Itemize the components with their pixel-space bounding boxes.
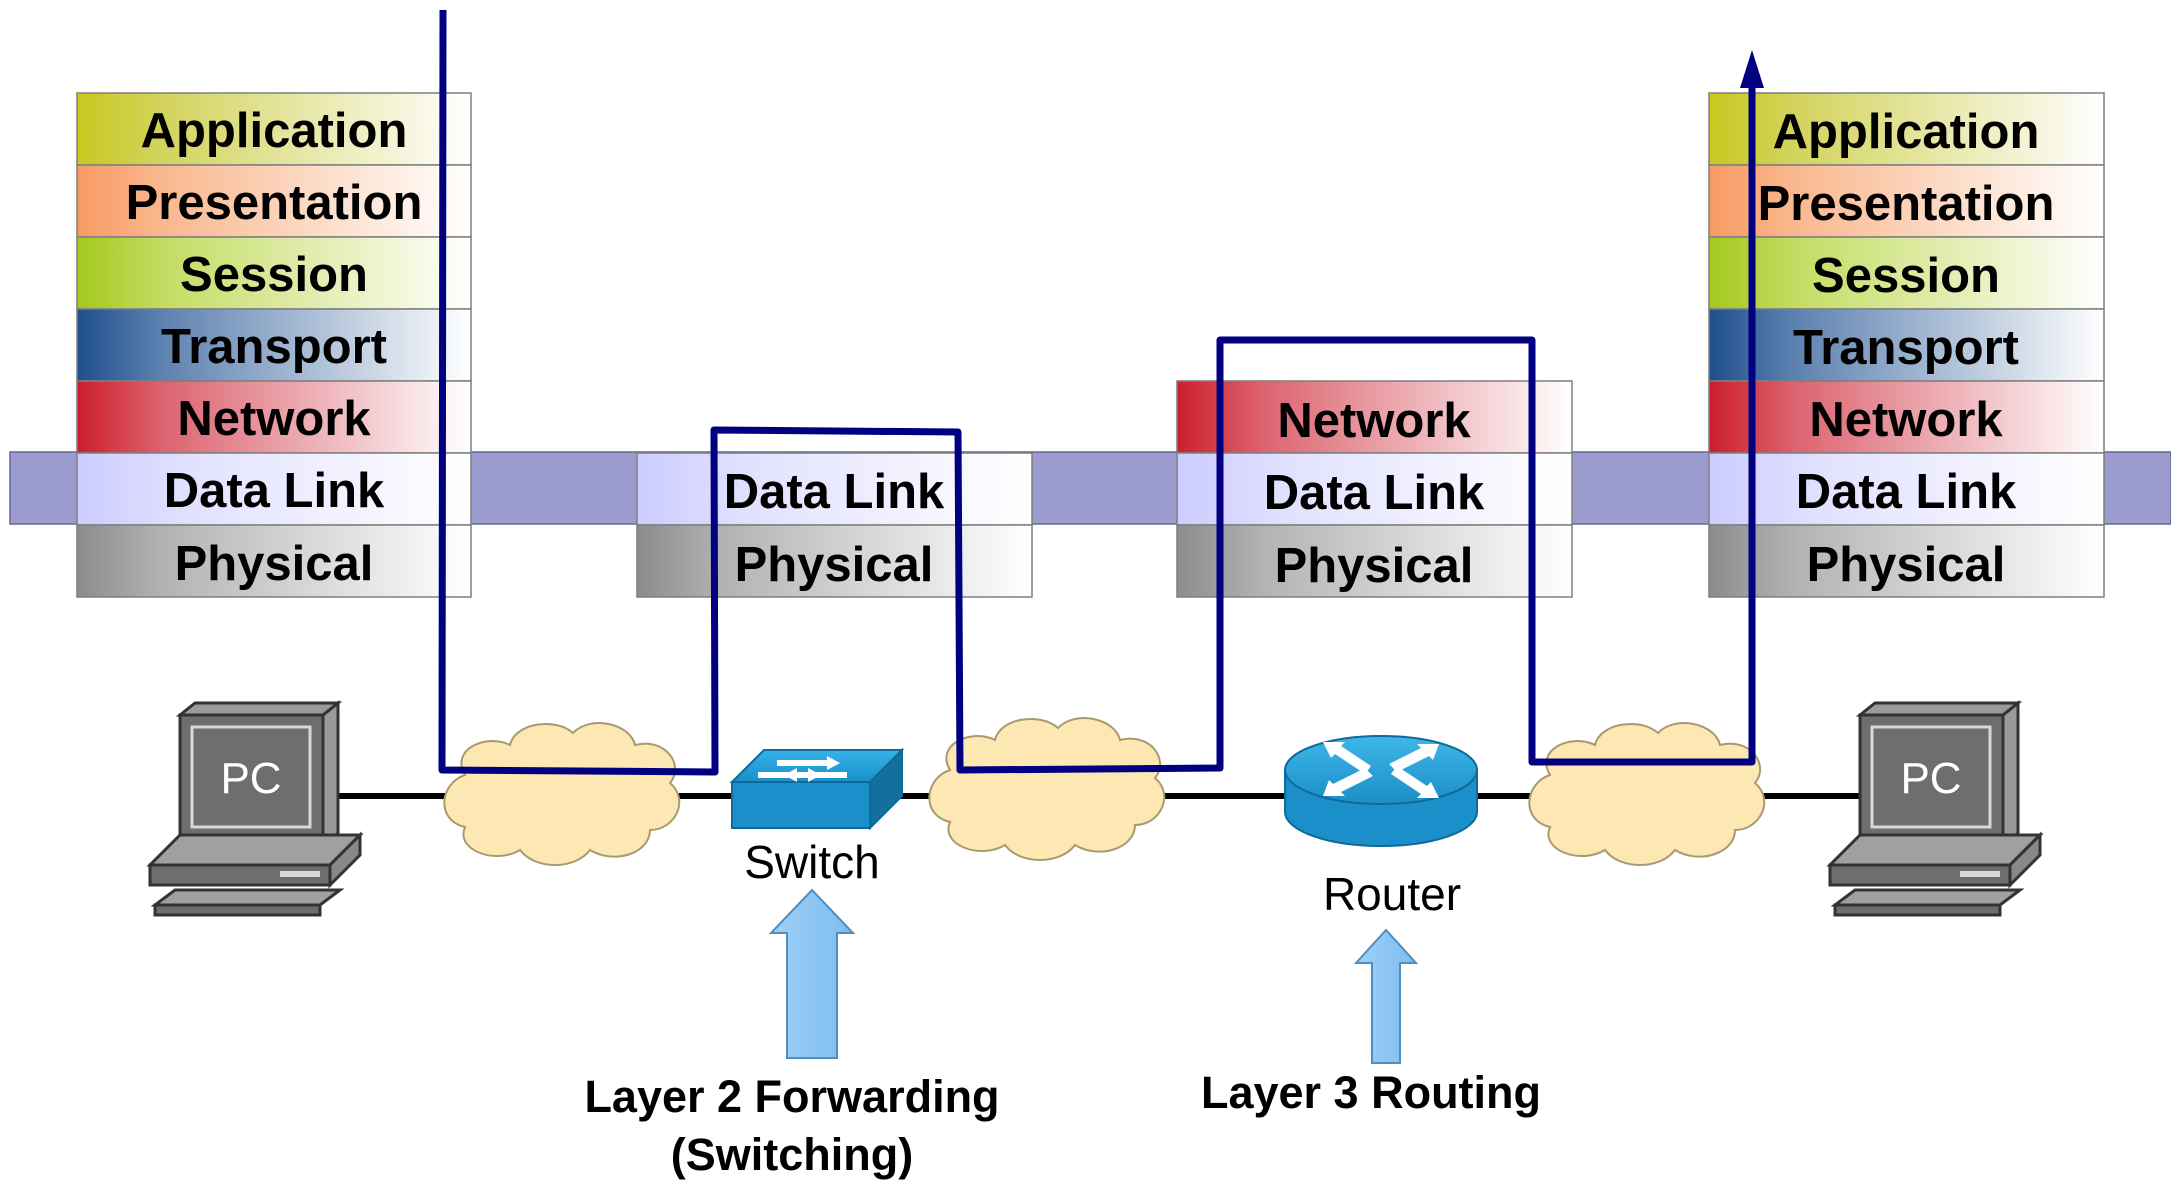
router-icon <box>1284 735 1478 847</box>
left-physical-layer <box>76 524 472 598</box>
switch-physical-layer <box>636 524 1033 598</box>
pc-icon: PC <box>146 699 364 917</box>
left-application-label: Application <box>141 104 408 158</box>
left-presentation-label: Presentation <box>126 176 423 230</box>
pc-icon: PC <box>1826 699 2044 917</box>
switch-data-link-label: Data Link <box>724 465 945 519</box>
left-data-link-layer <box>76 452 472 526</box>
left-osi-stack: Application Presentation Session Transpo… <box>76 92 472 598</box>
router-osi-stack: Network Data Link Physical <box>1176 380 1573 598</box>
left-network-layer <box>76 380 472 454</box>
pc-left-label: PC <box>220 754 281 803</box>
router-label: Router <box>1323 868 1461 920</box>
pc-right-label: PC <box>1900 754 1961 803</box>
switch-caption-line1: Layer 2 Forwarding <box>584 1071 999 1122</box>
path-arrowhead-icon <box>1740 50 1764 88</box>
router-data-link-layer <box>1176 452 1573 526</box>
switch-osi-stack: Data Link Physical <box>636 452 1033 598</box>
right-presentation-label: Presentation <box>1758 177 2055 231</box>
router-network-layer <box>1176 380 1573 454</box>
cloud-icon <box>928 717 1166 861</box>
up-arrow-icon <box>1353 928 1419 1064</box>
cloud-icon <box>443 722 681 866</box>
right-application-label: Application <box>1773 105 2040 159</box>
switch-label: Switch <box>744 836 879 888</box>
left-session-layer <box>76 236 472 310</box>
left-transport-layer <box>76 308 472 382</box>
router-data-link-label: Data Link <box>1264 466 1485 520</box>
right-physical-label: Physical <box>1807 538 2006 592</box>
left-data-link-label: Data Link <box>164 464 385 518</box>
right-session-layer <box>1708 236 2105 310</box>
right-data-link-layer <box>1708 452 2105 526</box>
switch-physical-label: Physical <box>735 538 934 592</box>
right-transport-label: Transport <box>1793 321 2019 375</box>
left-transport-label: Transport <box>161 320 387 374</box>
right-network-layer <box>1708 380 2105 454</box>
switch-icon <box>729 747 905 831</box>
router-network-label: Network <box>1277 394 1471 448</box>
up-arrow-icon <box>768 888 856 1059</box>
right-presentation-layer <box>1708 164 2105 238</box>
left-physical-label: Physical <box>175 537 374 591</box>
left-network-label: Network <box>177 392 371 446</box>
left-application-layer <box>76 92 472 166</box>
router-physical-layer <box>1176 524 1573 598</box>
right-session-label: Session <box>1812 249 2000 303</box>
right-network-label: Network <box>1809 393 2003 447</box>
switch-caption-line2: (Switching) <box>671 1129 913 1180</box>
data-path-line <box>438 9 1756 776</box>
left-session-label: Session <box>180 248 368 302</box>
switch-data-link-layer <box>636 452 1033 526</box>
right-data-link-label: Data Link <box>1796 465 2017 519</box>
router-caption: Layer 3 Routing <box>1201 1067 1541 1118</box>
router-physical-label: Physical <box>1275 539 1474 593</box>
cloud-icon <box>1528 722 1766 866</box>
right-osi-stack: Application Presentation Session Transpo… <box>1708 92 2105 598</box>
right-transport-layer <box>1708 308 2105 382</box>
right-physical-layer <box>1708 524 2105 598</box>
